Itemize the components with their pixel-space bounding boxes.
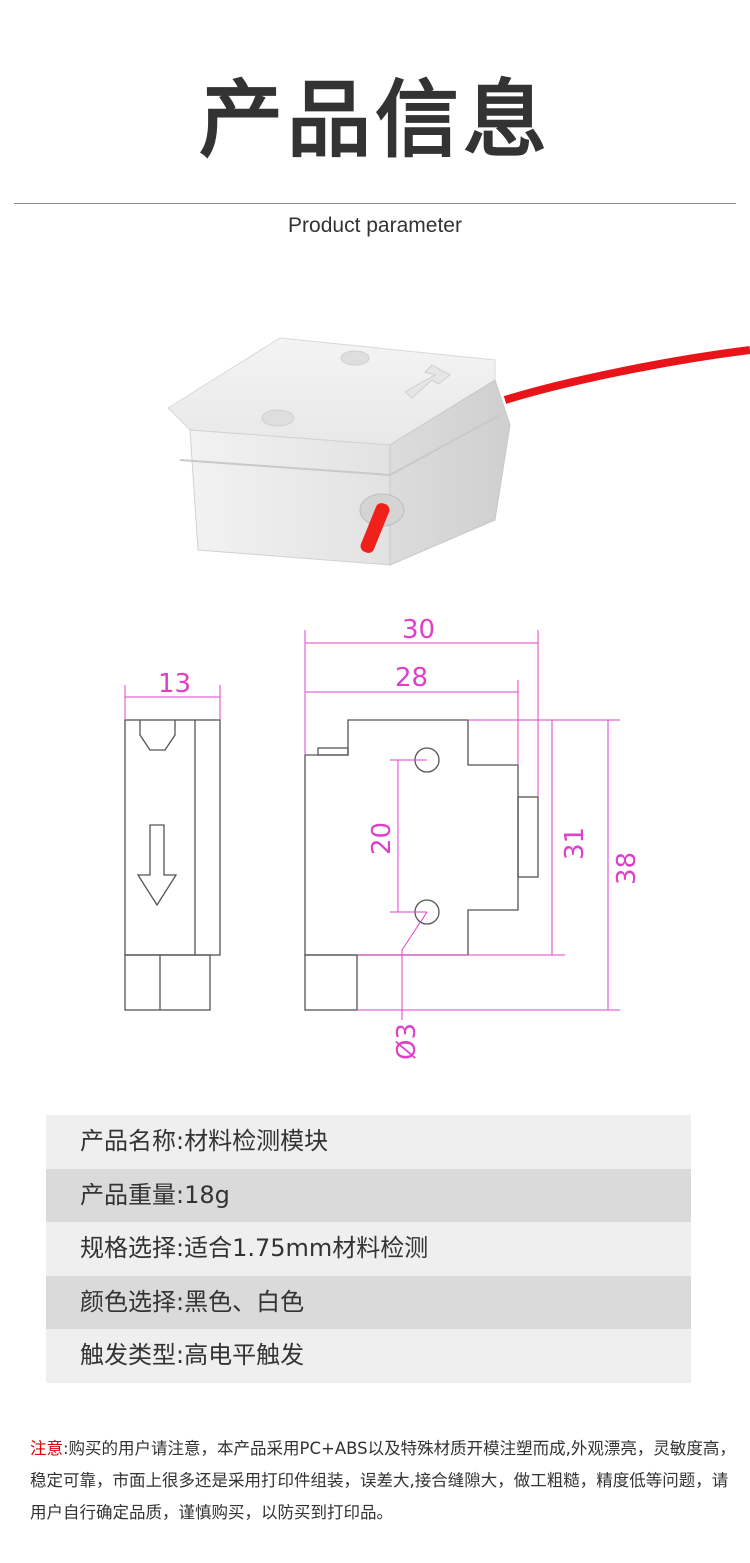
- dim-hole-spacing: 20: [367, 822, 397, 855]
- dim-height-total: 38: [612, 852, 642, 885]
- dim-width-body: 28: [395, 663, 428, 693]
- arrow-down-icon: [136, 824, 178, 907]
- mount-hole-icon: [261, 409, 295, 427]
- spec-row-weight: 产品重量:18g: [46, 1168, 691, 1223]
- dim-width-total: 30: [402, 615, 435, 645]
- title-divider: [14, 203, 736, 204]
- spec-row-color: 颜色选择:黑色、白色: [46, 1275, 691, 1330]
- spec-row-name: 产品名称:材料检测模块: [46, 1115, 691, 1169]
- spec-table: 产品名称:材料检测模块 产品重量:18g 规格选择:适合1.75mm材料检测 颜…: [46, 1115, 691, 1383]
- page-title: 产品信息: [198, 71, 551, 169]
- purchase-notice: 注意:购买的用户请注意，本产品采用PC+ABS以及特殊材质开模注塑而成,外观漂亮…: [30, 1433, 736, 1529]
- dim-height-body: 31: [560, 827, 590, 860]
- filament-cable: [503, 346, 750, 404]
- dim-hole-dia: Ø3: [392, 1023, 422, 1060]
- mount-hole-icon: [340, 350, 370, 366]
- arrow-up-icon: [404, 364, 451, 399]
- notice-body: :购买的用户请注意，本产品采用PC+ABS以及特殊材质开模注塑而成,外观漂亮，灵…: [30, 1439, 736, 1522]
- spec-row-trigger: 触发类型:高电平触发: [46, 1329, 691, 1383]
- spec-row-spec: 规格选择:适合1.75mm材料检测: [46, 1222, 691, 1276]
- dim-depth: 13: [158, 669, 191, 699]
- product-photo: [167, 337, 750, 566]
- page-subtitle: Product parameter: [288, 214, 462, 237]
- notice-lead: 注意: [30, 1439, 63, 1458]
- filament-stub: [360, 503, 390, 553]
- dimension-drawing: 13 30 28 20 31 38 Ø3: [124, 615, 642, 1060]
